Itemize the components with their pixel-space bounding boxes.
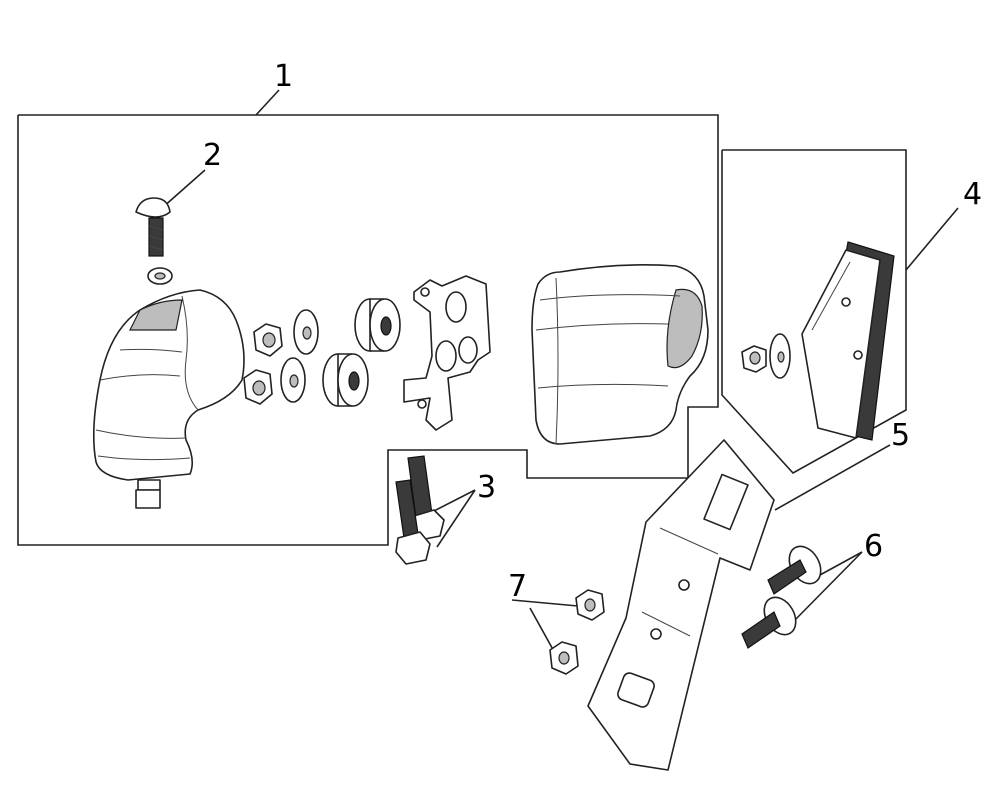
assembly-4-frame xyxy=(721,149,907,475)
leader-lines xyxy=(161,89,959,656)
part-2-washer xyxy=(147,267,173,285)
washer-upper xyxy=(293,309,319,355)
assembly-1-frame xyxy=(17,114,719,546)
part-4-nut xyxy=(741,345,767,373)
part-4-reflector xyxy=(801,241,895,441)
part-3-bolt-rear xyxy=(407,455,445,541)
part-7-nut-lower xyxy=(549,641,579,675)
part-2-screw xyxy=(135,197,171,257)
grommet-lower xyxy=(322,353,369,407)
part-4-washer xyxy=(769,333,791,379)
callout-7: 7 xyxy=(508,569,527,604)
lamp-housing xyxy=(92,289,245,509)
callout-6: 6 xyxy=(864,529,883,564)
part-3-bolt-front xyxy=(395,479,431,565)
grommet-upper xyxy=(354,298,401,352)
callout-3: 3 xyxy=(477,470,496,505)
washer-lower xyxy=(280,357,306,403)
inner-bracket xyxy=(403,275,491,431)
part-7-nut-upper xyxy=(575,589,605,621)
lens-cover xyxy=(531,264,709,445)
callout-2: 2 xyxy=(203,138,222,173)
part-6-bolt-upper xyxy=(767,545,822,595)
nut-lower xyxy=(243,369,273,405)
part-5-bracket xyxy=(587,439,775,771)
callout-5: 5 xyxy=(891,418,910,453)
callout-1: 1 xyxy=(274,59,293,94)
nut-upper xyxy=(253,323,283,357)
part-6-bolt-lower xyxy=(741,596,797,649)
callout-4: 4 xyxy=(963,177,982,212)
